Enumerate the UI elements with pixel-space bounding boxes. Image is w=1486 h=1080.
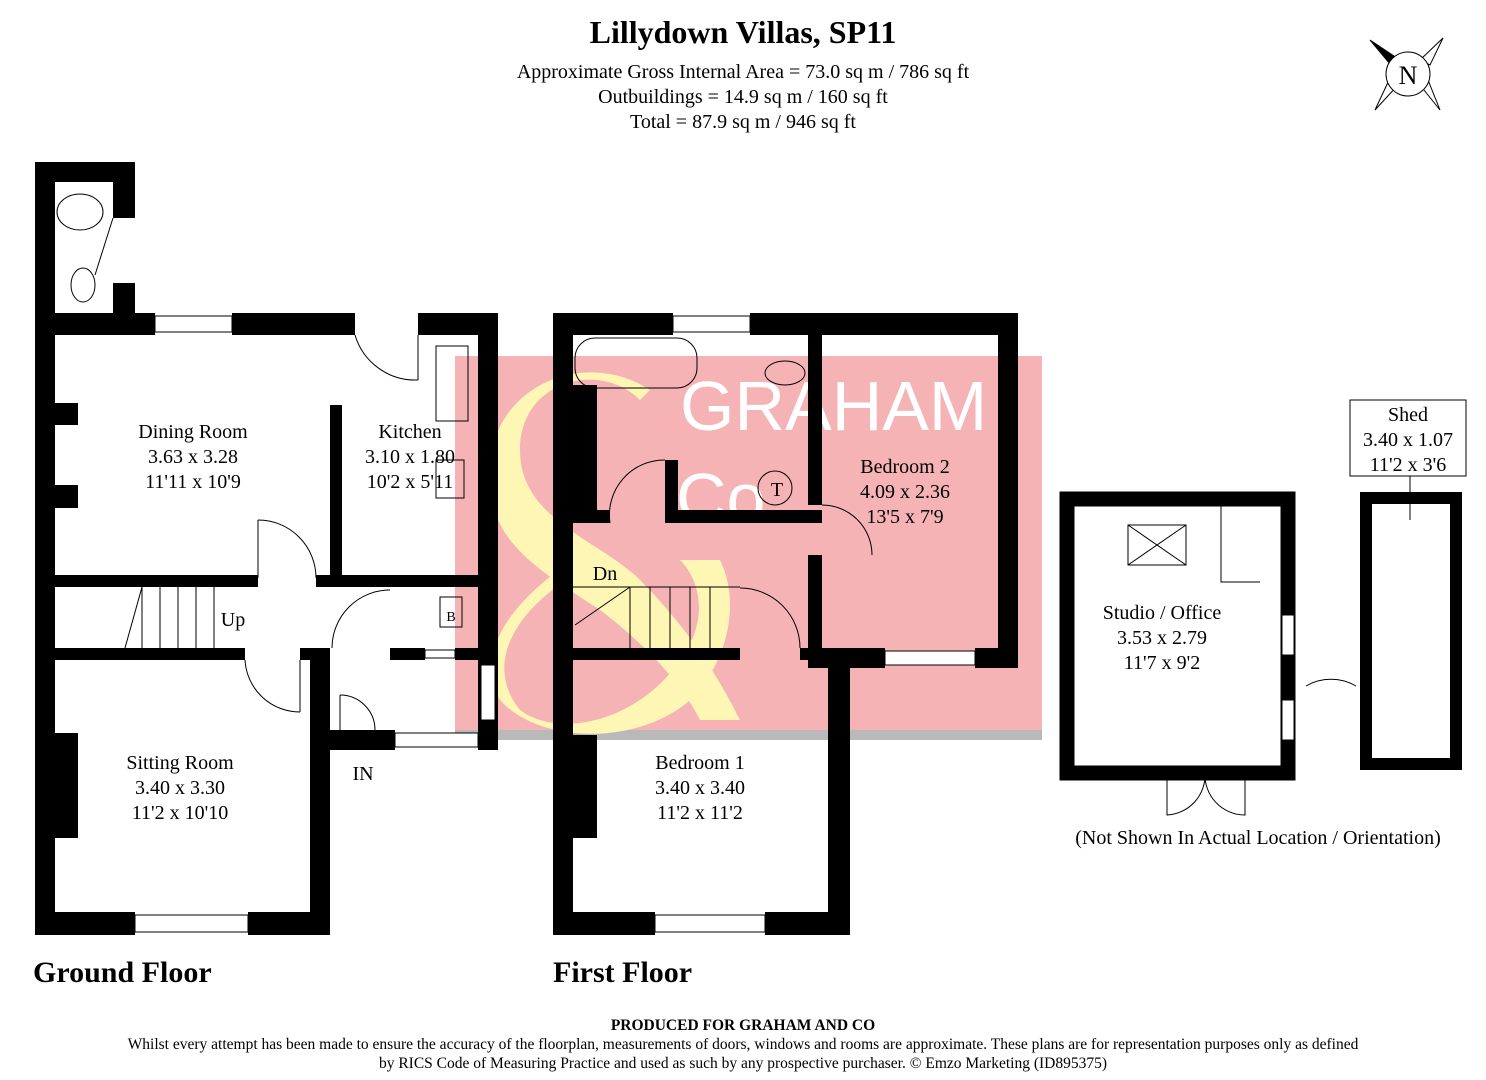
shed-label-box xyxy=(1349,399,1467,477)
watermark-text: GRAHAM xyxy=(680,367,987,445)
watermark-logo: GRAHAM Co xyxy=(455,356,1042,740)
stairs-up-label: Up xyxy=(221,609,245,631)
area-line: Outbuildings = 14.9 sq m / 160 sq ft xyxy=(598,86,888,108)
ground-floor-label: Ground Floor xyxy=(33,956,212,989)
fixtures-and-doors xyxy=(56,193,1357,816)
first-floor-label: First Floor xyxy=(553,956,692,989)
boiler-label: B xyxy=(446,610,455,625)
disclaimer: Whilst every attempt has been made to en… xyxy=(127,1036,1359,1072)
compass-icon: N xyxy=(1369,37,1444,111)
produced-for: PRODUCED FOR GRAHAM AND CO xyxy=(610,1017,876,1034)
watermark-text: Co xyxy=(676,459,765,537)
walls xyxy=(35,162,1018,935)
entrance-label: IN xyxy=(352,763,373,785)
area-line: Approximate Gross Internal Area = 73.0 s… xyxy=(516,61,970,83)
shed-walls xyxy=(1360,492,1462,770)
compass-label: N xyxy=(1399,61,1418,90)
tank-label: T xyxy=(771,479,783,501)
outbuilding-note: (Not Shown In Actual Location / Orientat… xyxy=(1075,827,1440,849)
plan-title: Lillydown Villas, SP11 xyxy=(589,14,897,50)
stairs-down-label: Dn xyxy=(593,563,617,585)
windows xyxy=(134,315,1295,933)
area-line: Total = 87.9 sq m / 946 sq ft xyxy=(630,111,856,133)
